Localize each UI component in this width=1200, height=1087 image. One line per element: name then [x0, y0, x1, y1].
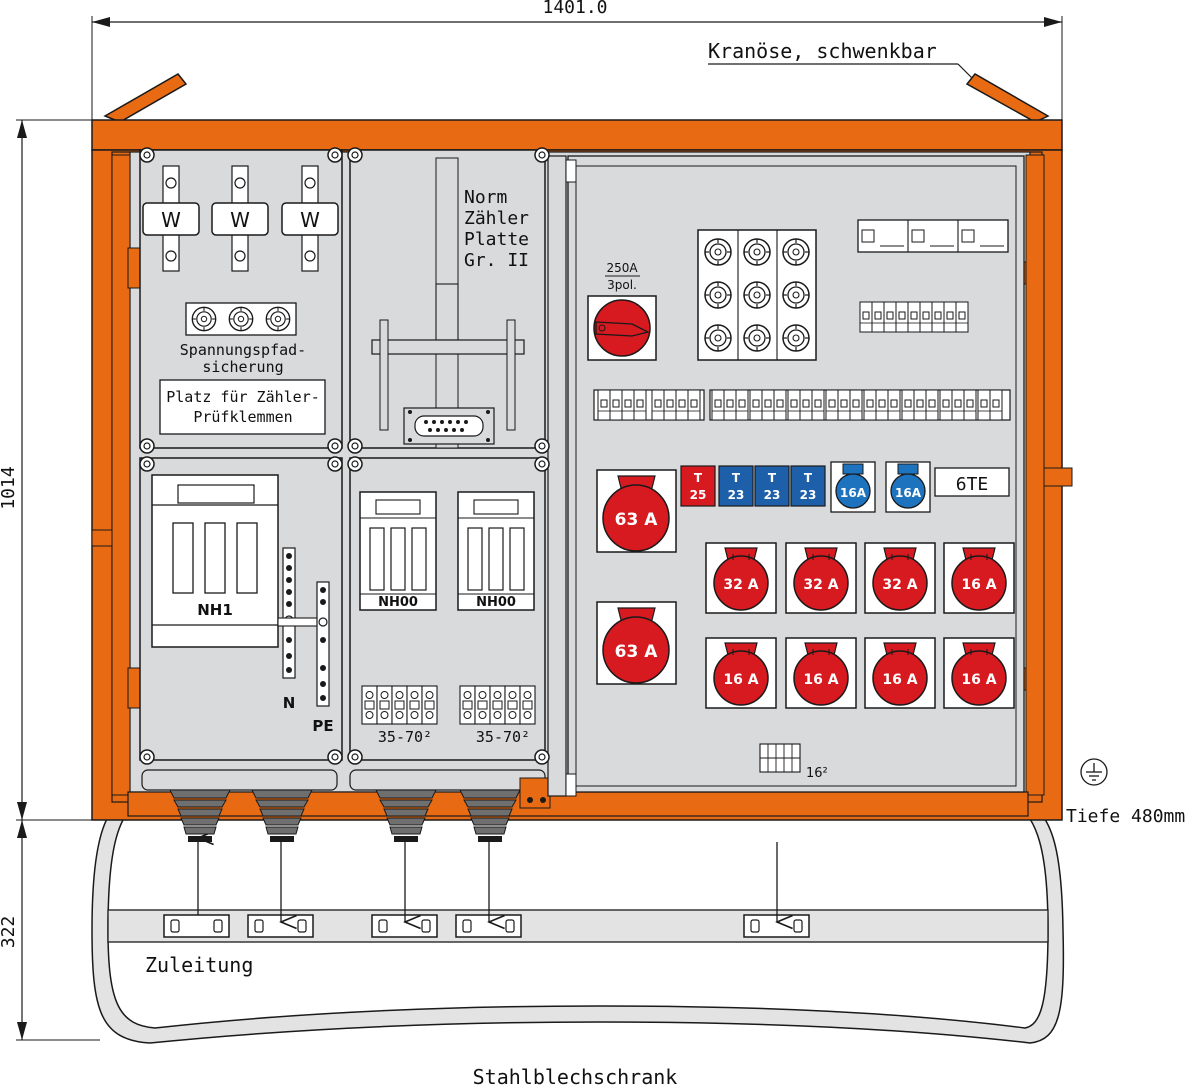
breaker-letter: T [694, 471, 703, 485]
crane-eye-callout: Kranöse, schwenkbar [708, 39, 973, 79]
voltage-fuse-label-2: sicherung [202, 358, 283, 376]
socket-16a: 16 A [864, 637, 936, 709]
socket-32a: 32 A [785, 542, 857, 614]
neutral-label: N [283, 694, 296, 712]
socket-label: 16 A [803, 672, 838, 688]
socket-63a-1: 63 A [596, 469, 677, 553]
earth-icon [1080, 758, 1108, 786]
mcb-row-middle [593, 389, 1011, 421]
socket-label: 16 A [961, 672, 996, 688]
breaker-t-23: T 23 [790, 465, 826, 507]
breaker-value: 25 [690, 488, 707, 502]
cable-clamp [163, 914, 230, 938]
base-frame [91, 799, 1065, 1044]
main-switch-poles: 3pol. [607, 278, 637, 292]
nh00-label-2: NH00 [476, 595, 516, 610]
fuse-base-grid [697, 229, 817, 361]
clamp-size-1: 35-70² [378, 728, 432, 746]
rcd-block [857, 219, 1009, 253]
socket-63a-2: 63 A [596, 601, 677, 685]
breaker-t-23: T 23 [718, 465, 754, 507]
crane-eye-right [965, 73, 1050, 123]
socket-label: 32 A [882, 577, 917, 593]
socket-label: 16 A [882, 672, 917, 688]
test-terminal-label-2: Prüfklemmen [193, 408, 292, 426]
norm-plate-line-4: Gr. II [464, 250, 529, 271]
socket-label: 16 A [961, 577, 996, 593]
breaker-t-25: T 25 [680, 465, 716, 507]
pe-label: PE [312, 717, 333, 735]
socket-blue-16a-1: 16A [830, 461, 876, 513]
socket-label: 32 A [723, 577, 758, 593]
nh00-label-1: NH00 [378, 595, 418, 610]
six-te-label: 6TE [956, 474, 989, 495]
main-switch-rating: 250A [606, 261, 638, 275]
supply-label: Zuleitung [145, 953, 253, 977]
test-terminal-placeholder [159, 379, 326, 435]
norm-plate-line-2: Zähler [464, 208, 529, 229]
socket-16a: 16 A [785, 637, 857, 709]
socket-blue-16a-2: 16A [885, 461, 931, 513]
voltage-path-fuses [185, 302, 297, 336]
crane-eye-left [103, 73, 188, 123]
nh00-fuse-switch-1 [359, 491, 437, 611]
socket-label: 63 A [615, 642, 659, 662]
pe-terminal-size: 16² [806, 766, 828, 781]
socket-label: 63 A [615, 510, 659, 530]
pe-terminal-block [759, 743, 801, 773]
norm-meter-plate [371, 157, 525, 449]
terminal-block-2 [459, 685, 536, 725]
breaker-t-23: T 23 [754, 465, 790, 507]
socket-32a: 32 A [705, 542, 777, 614]
voltage-fuse-label-1: Spannungspfad- [180, 341, 306, 359]
norm-plate-line-1: Norm [464, 187, 507, 208]
socket-label: 16A [895, 486, 922, 500]
breaker-letter: T [804, 471, 813, 485]
height-cabinet-label: 1014 [0, 466, 19, 509]
socket-32a: 32 A [864, 542, 936, 614]
socket-16a: 16 A [943, 542, 1015, 614]
height-base-label: 322 [0, 916, 19, 949]
meter-w-3: W [300, 208, 320, 232]
nh00-fuse-switch-2 [457, 491, 535, 611]
socket-label: 16A [840, 486, 867, 500]
clamp-size-2: 35-70² [476, 728, 530, 746]
width-dimension: 1401.0 [91, 0, 1063, 120]
socket-16a: 16 A [943, 637, 1015, 709]
norm-plate-line-3: Platte [464, 229, 529, 250]
meter-w-1: W [161, 208, 181, 232]
mcb-row-top [859, 301, 969, 333]
six-te-placeholder [934, 467, 1010, 497]
breaker-value: 23 [764, 488, 781, 502]
crane-eye-label: Kranöse, schwenkbar [708, 39, 937, 63]
test-terminal-label-1: Platz für Zähler- [166, 388, 320, 406]
breaker-value: 23 [800, 488, 817, 502]
nh1-fuse-switch [151, 474, 279, 648]
cabinet-type-label: Stahlblechschrank [473, 1065, 678, 1087]
main-switch[interactable] [587, 295, 657, 361]
socket-16a: 16 A [705, 637, 777, 709]
nh1-label: NH1 [197, 601, 233, 619]
breaker-letter: T [768, 471, 777, 485]
breaker-letter: T [732, 471, 741, 485]
pe-rail [316, 581, 330, 707]
socket-label: 16 A [723, 672, 758, 688]
width-label: 1401.0 [542, 0, 607, 18]
depth-label: Tiefe 480mm [1066, 806, 1185, 827]
neutral-rail [282, 547, 296, 679]
terminal-block-1 [361, 685, 438, 725]
breaker-value: 23 [728, 488, 745, 502]
height-dimension: 1014 322 [0, 119, 100, 1041]
meter-terminals: W W W [142, 165, 339, 272]
socket-label: 32 A [803, 577, 838, 593]
meter-w-2: W [230, 208, 250, 232]
